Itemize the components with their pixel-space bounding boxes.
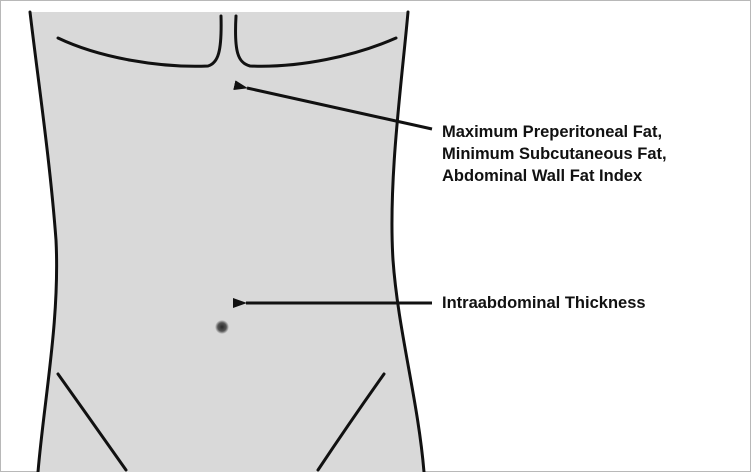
upper-annotation-line-1: Maximum Preperitoneal Fat,	[442, 121, 742, 143]
upper-annotation-line-2: Minimum Subcutaneous Fat,	[442, 143, 742, 165]
upper-annotation-line-3: Abdominal Wall Fat Index	[442, 165, 742, 187]
navel-dot	[215, 320, 229, 334]
upper-annotation: Maximum Preperitoneal Fat, Minimum Subcu…	[442, 121, 742, 187]
lower-annotation: Intraabdominal Thickness	[442, 292, 646, 314]
